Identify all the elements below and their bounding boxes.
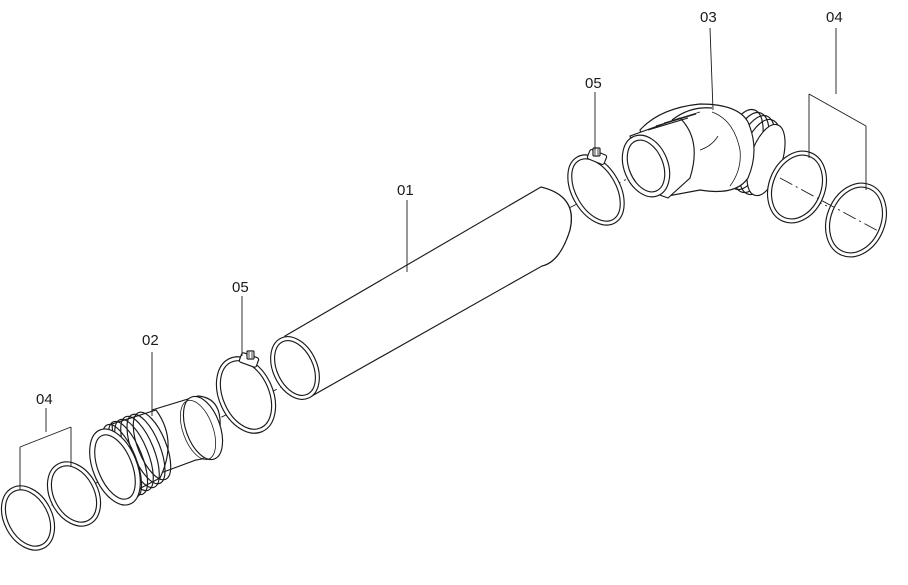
label-pipe: 01 [397,182,414,199]
seal-ring-left-outer [0,485,56,551]
hose-clamp-left [215,350,277,434]
straight-pipe [270,186,572,400]
label-clamp-right: 05 [585,75,602,92]
label-seals-right: 04 [826,9,843,26]
elbow-part [621,103,786,199]
seal-ring-right-outer [825,182,887,258]
label-seals-left: 04 [36,391,53,408]
label-clamp-left: 05 [232,279,249,296]
seal-ring-left-inner [46,461,102,527]
label-elbow: 03 [700,9,717,26]
adapter-part [89,395,224,506]
leader-lines [19,27,867,490]
label-adapter: 02 [142,332,159,349]
